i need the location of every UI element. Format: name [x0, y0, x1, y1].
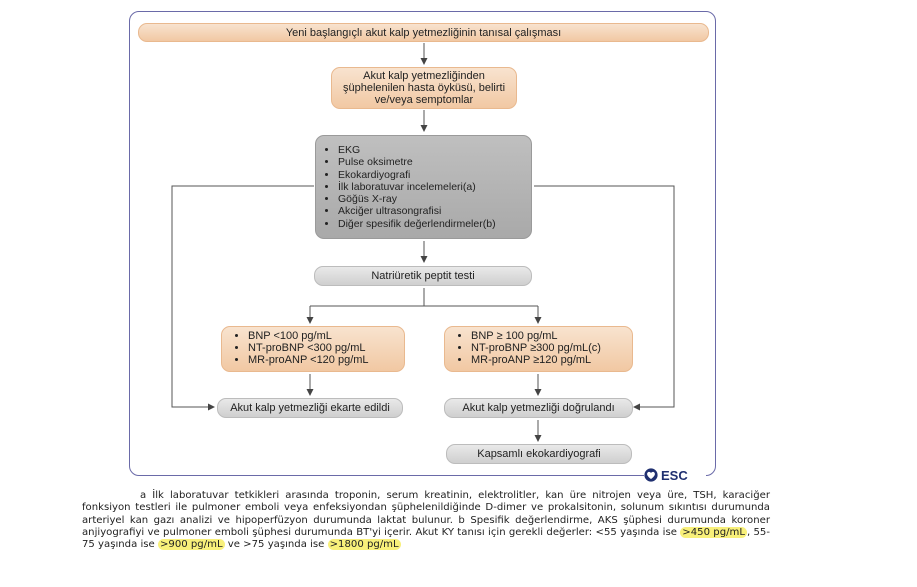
- arrow-tests-to-confirmed: [534, 185, 675, 411]
- test-item: Diğer spesifik değerlendirmeler(b): [338, 218, 527, 230]
- left-criteria-item: BNP <100 pg/mL: [248, 330, 400, 342]
- right-criteria-list: BNP ≥ 100 pg/mLNT-proBNP ≥300 pg/mL(c)MR…: [453, 330, 628, 366]
- esc-logo: ESC: [644, 465, 706, 485]
- left-criteria-box: BNP <100 pg/mLNT-proBNP <300 pg/mLMR-pro…: [221, 326, 405, 372]
- tests-box: EKGPulse oksimetreEkokardiyografiİlk lab…: [315, 135, 532, 239]
- footnote-text-2: , 55-75 yaşında ise: [82, 526, 770, 551]
- test-item: Göğüs X-ray: [338, 193, 527, 205]
- suspicion-box: Akut kalp yetmezliğinden şüphelenilen ha…: [331, 67, 517, 109]
- footnote: a İlk laboratuvar tetkikleri arasında tr…: [82, 490, 770, 551]
- footnote-highlight-3: >1800 pg/mL: [327, 539, 401, 551]
- footnote-text-1: a İlk laboratuvar tetkikleri arasında tr…: [82, 490, 770, 538]
- left-criteria-list: BNP <100 pg/mLNT-proBNP <300 pg/mLMR-pro…: [230, 330, 400, 366]
- arrow-tests-to-excluded: [171, 185, 314, 411]
- footnote-paragraph: a İlk laboratuvar tetkikleri arasında tr…: [82, 490, 770, 551]
- footnote-highlight-1: >450 pg/mL: [680, 526, 747, 538]
- heart-icon: [644, 468, 658, 482]
- echo-text: Kapsamlı ekokardiyografi: [477, 448, 601, 460]
- echo-box: Kapsamlı ekokardiyografi: [446, 444, 632, 464]
- confirmed-box: Akut kalp yetmezliği doğrulandı: [444, 398, 633, 418]
- natriuretic-text: Natriüretik peptit testi: [371, 270, 475, 282]
- test-item: İlk laboratuvar incelemeleri(a): [338, 181, 527, 193]
- right-criteria-item: NT-proBNP ≥300 pg/mL(c): [471, 342, 628, 354]
- left-criteria-item: MR-proANP <120 pg/mL: [248, 354, 400, 366]
- test-item: Pulse oksimetre: [338, 156, 527, 168]
- tests-list: EKGPulse oksimetreEkokardiyografiİlk lab…: [320, 144, 527, 230]
- diagram-title: Yeni başlangıçlı akut kalp yetmezliğinin…: [138, 23, 709, 42]
- right-criteria-box: BNP ≥ 100 pg/mLNT-proBNP ≥300 pg/mL(c)MR…: [444, 326, 633, 372]
- test-item: Akciğer ultrasongrafisi: [338, 205, 527, 217]
- left-criteria-item: NT-proBNP <300 pg/mL: [248, 342, 400, 354]
- right-criteria-item: MR-proANP ≥120 pg/mL: [471, 354, 628, 366]
- suspicion-text: Akut kalp yetmezliğinden şüphelenilen ha…: [342, 70, 506, 106]
- confirmed-text: Akut kalp yetmezliği doğrulandı: [462, 402, 615, 414]
- excluded-box: Akut kalp yetmezliği ekarte edildi: [217, 398, 403, 418]
- diagram-title-text: Yeni başlangıçlı akut kalp yetmezliğinin…: [285, 26, 562, 39]
- test-item: Ekokardiyografi: [338, 169, 527, 181]
- test-item: EKG: [338, 144, 527, 156]
- diagram-frame: [129, 11, 716, 476]
- natriuretic-box: Natriüretik peptit testi: [314, 266, 532, 286]
- right-criteria-item: BNP ≥ 100 pg/mL: [471, 330, 628, 342]
- footnote-text-3: ve >75 yaşında ise: [224, 539, 328, 551]
- esc-logo-text: ESC: [661, 467, 688, 483]
- excluded-text: Akut kalp yetmezliği ekarte edildi: [230, 402, 390, 414]
- footnote-highlight-2: >900 pg/mL: [157, 539, 225, 551]
